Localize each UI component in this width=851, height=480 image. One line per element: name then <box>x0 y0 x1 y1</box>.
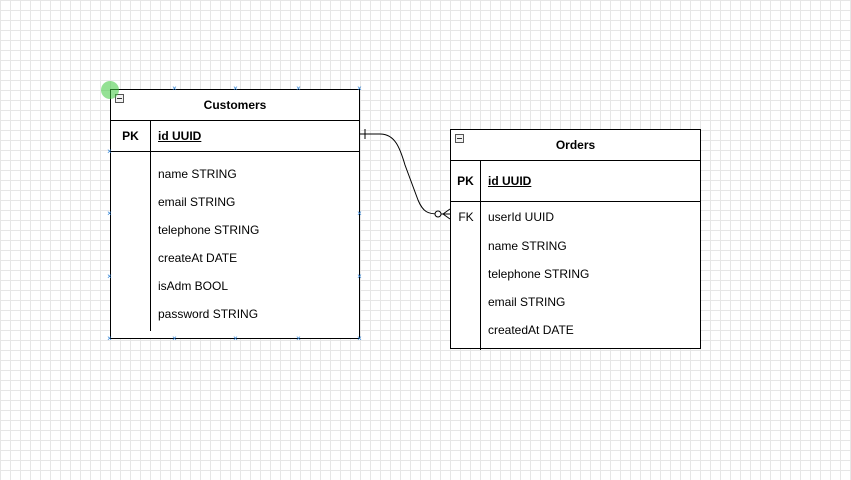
collapse-icon[interactable] <box>115 94 124 103</box>
field-label: telephone STRING <box>158 223 260 237</box>
field-row[interactable]: isAdm BOOL <box>111 272 359 300</box>
entity-customers[interactable]: Customers PK id UUID name STRING email S… <box>110 89 360 339</box>
resize-handle[interactable]: × <box>107 272 112 281</box>
resize-handle[interactable]: × <box>357 84 362 93</box>
field-label: isAdm BOOL <box>158 279 229 293</box>
field-row[interactable]: telephone STRING <box>111 216 359 244</box>
fk-label: FK <box>458 210 474 224</box>
entity-header[interactable]: Orders <box>451 130 700 161</box>
field-label: email STRING <box>488 295 566 309</box>
primary-key-row[interactable]: PK id UUID <box>111 121 359 152</box>
field-row[interactable]: name STRING <box>451 232 700 260</box>
field-label: email STRING <box>158 195 236 209</box>
cardinality-many-marker-top <box>442 208 451 215</box>
relationship-line <box>360 133 450 215</box>
field-row[interactable]: password STRING <box>111 300 359 328</box>
field-row[interactable]: createAt DATE <box>111 244 359 272</box>
resize-handle[interactable]: × <box>296 84 301 93</box>
collapse-icon[interactable] <box>455 134 464 143</box>
resize-handle[interactable]: × <box>233 334 238 343</box>
resize-handle[interactable]: × <box>172 84 177 93</box>
entity-title: Orders <box>555 138 596 152</box>
cardinality-many-marker-bottom <box>442 213 451 220</box>
resize-handle[interactable]: × <box>233 84 238 93</box>
resize-handle[interactable]: × <box>357 272 362 281</box>
foreign-key-row[interactable]: FK userId UUID <box>451 202 700 232</box>
entity-orders[interactable]: Orders PK id UUID .orders-rows::before{l… <box>450 129 701 350</box>
field-row[interactable]: name STRING <box>111 160 359 188</box>
field-row[interactable]: createdAt DATE <box>451 316 700 344</box>
field-list: .orders-rows::before{left:29px;} FK user… <box>451 202 700 350</box>
selection-anchor-dot[interactable] <box>101 81 119 99</box>
primary-key-row[interactable]: PK id UUID <box>451 161 700 202</box>
entity-header[interactable]: Customers <box>111 90 359 121</box>
pk-field: id UUID <box>488 174 532 188</box>
pk-field: id UUID <box>158 129 202 143</box>
field-row[interactable]: email STRING <box>451 288 700 316</box>
pk-label: PK <box>111 121 151 151</box>
field-label: createdAt DATE <box>488 323 574 337</box>
field-row[interactable]: telephone STRING <box>451 260 700 288</box>
field-list: name STRING email STRING telephone STRIN… <box>111 152 359 331</box>
resize-handle[interactable]: × <box>172 334 177 343</box>
field-label: createAt DATE <box>158 251 238 265</box>
resize-handle[interactable]: × <box>107 147 112 156</box>
fk-field: userId UUID <box>488 210 555 224</box>
field-label: password STRING <box>158 307 259 321</box>
field-label: name STRING <box>488 239 567 253</box>
resize-handle[interactable]: × <box>357 209 362 218</box>
resize-handle[interactable]: × <box>107 334 112 343</box>
entity-title: Customers <box>203 98 267 112</box>
field-label: name STRING <box>158 167 237 181</box>
resize-handle[interactable]: × <box>107 209 112 218</box>
pk-label: PK <box>451 161 481 201</box>
resize-handle[interactable]: × <box>296 334 301 343</box>
field-row[interactable]: email STRING <box>111 188 359 216</box>
field-label: telephone STRING <box>488 267 590 281</box>
resize-handle[interactable]: × <box>357 334 362 343</box>
cardinality-zero-marker <box>434 210 442 218</box>
